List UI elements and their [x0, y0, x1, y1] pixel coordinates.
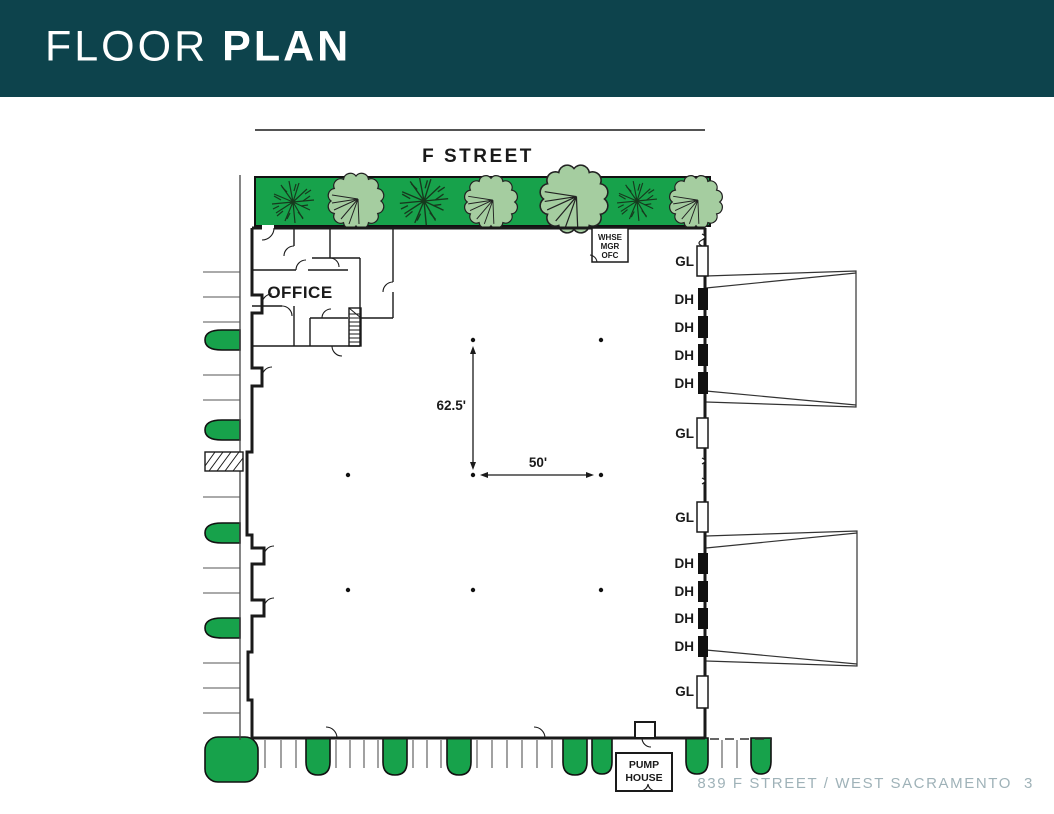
- parking-island: [591, 737, 613, 775]
- door-label-gl: GL: [675, 426, 694, 441]
- pump-house-label-2: HOUSE: [625, 772, 662, 784]
- parking-island: [750, 737, 772, 775]
- street-label: F STREET: [422, 146, 534, 167]
- dock-high-door: [698, 372, 708, 394]
- pump-house-label-1: PUMP: [629, 759, 659, 771]
- tree-icon: [464, 175, 518, 229]
- whse-label-3: OFC: [602, 251, 619, 260]
- hatched-area: [204, 451, 244, 472]
- title-word-plan: PLAN: [222, 22, 352, 71]
- parking-island: [382, 737, 408, 776]
- page-footer: 839 F STREET / WEST SACRAMENTO 3: [697, 775, 1034, 792]
- door-label-dh: DH: [675, 611, 695, 626]
- dock-high-doors: [698, 288, 708, 657]
- title-word-floor: FLOOR: [45, 22, 209, 71]
- dimension-horizontal: [480, 472, 594, 478]
- dock-high-door: [698, 581, 708, 602]
- door-label-dh: DH: [675, 556, 695, 571]
- parking-island: [446, 737, 472, 776]
- page-header: FLOOR PLAN: [0, 0, 1054, 97]
- door-label-dh: DH: [675, 376, 695, 391]
- truck-court-lower: [705, 530, 858, 667]
- parking-island: [204, 617, 241, 639]
- dock-high-door: [698, 608, 708, 629]
- wall-break-marks: [698, 233, 706, 485]
- parking-island: [305, 737, 331, 776]
- dock-high-door: [698, 553, 708, 574]
- door-labels: GL DH DH DH DH GL GL DH DH DH DH GL: [675, 254, 695, 699]
- whse-mgr-office: WHSE MGR OFC: [589, 227, 629, 263]
- dimension-vertical-label: 62.5': [437, 398, 467, 413]
- page-number: 3: [1024, 775, 1034, 792]
- door-label-dh: DH: [675, 292, 695, 307]
- grade-level-door: [696, 501, 709, 533]
- grade-level-door: [696, 675, 709, 709]
- tree-icon: [539, 164, 609, 234]
- dock-high-door: [698, 344, 708, 366]
- dimension-vertical: [470, 346, 476, 470]
- parking-island: [204, 522, 241, 544]
- page-title: FLOOR PLAN: [45, 22, 351, 71]
- grade-level-doors: [696, 245, 709, 709]
- office-label: OFFICE: [267, 283, 332, 302]
- door-label-dh: DH: [675, 348, 695, 363]
- whse-label-2: MGR: [601, 242, 620, 251]
- grade-level-door: [696, 417, 709, 449]
- building-left-wall: [245, 228, 266, 738]
- bottom-wall-doors: [325, 721, 656, 748]
- dock-high-door: [698, 288, 708, 310]
- truck-court-upper: [705, 270, 857, 408]
- dock-high-door: [698, 636, 708, 657]
- dimension-horizontal-label: 50': [529, 455, 547, 470]
- door-label-gl: GL: [675, 254, 694, 269]
- corner-landscape-island: [204, 736, 259, 783]
- door-label-gl: GL: [675, 684, 694, 699]
- parking-stalls-bottom: [264, 738, 772, 768]
- door-label-dh: DH: [675, 320, 695, 335]
- parking-island: [562, 737, 588, 776]
- column-grid-dots: [345, 337, 604, 593]
- door-label-dh: DH: [675, 584, 695, 599]
- tree-icon: [669, 175, 723, 229]
- whse-label-1: WHSE: [598, 233, 623, 242]
- vestibule: [634, 721, 656, 739]
- dock-high-door: [698, 316, 708, 338]
- building-outline: [245, 226, 707, 740]
- footer-address: 839 F STREET / WEST SACRAMENTO: [697, 775, 1013, 792]
- office-walls: [252, 225, 394, 609]
- parking-island: [685, 737, 709, 775]
- parking-island: [204, 419, 241, 441]
- door-label-gl: GL: [675, 510, 694, 525]
- parking-island: [204, 329, 241, 351]
- grade-level-door: [696, 245, 709, 277]
- staircase: [348, 307, 362, 347]
- door-label-dh: DH: [675, 639, 695, 654]
- pump-house: PUMP HOUSE: [615, 752, 673, 792]
- tree-icon: [327, 172, 385, 230]
